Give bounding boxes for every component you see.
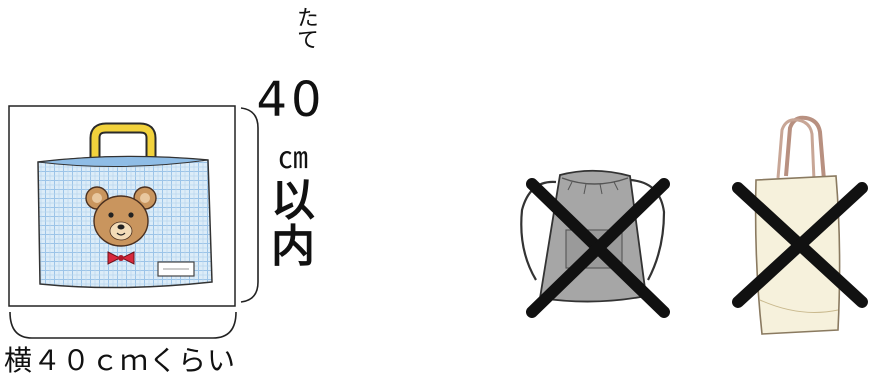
bag-opening [37,155,209,168]
bag-handle [91,124,155,164]
height-suffix-nai: 内 [271,221,315,272]
cross-mark-icon [732,182,868,308]
bow-tie-icon [107,251,135,265]
height-value: 40 [256,72,326,128]
height-suffix-i: 以 [271,175,315,226]
height-unit: ㎝ [278,141,308,176]
bear-face-icon [85,186,157,247]
width-bracket [9,311,237,339]
lesson-bag-with-bear-icon [37,122,213,289]
height-ruby-label: たて [293,6,318,50]
height-bracket [240,107,259,303]
cross-mark-icon [526,178,670,318]
width-label: 横４０ｃｍくらい [4,344,237,377]
